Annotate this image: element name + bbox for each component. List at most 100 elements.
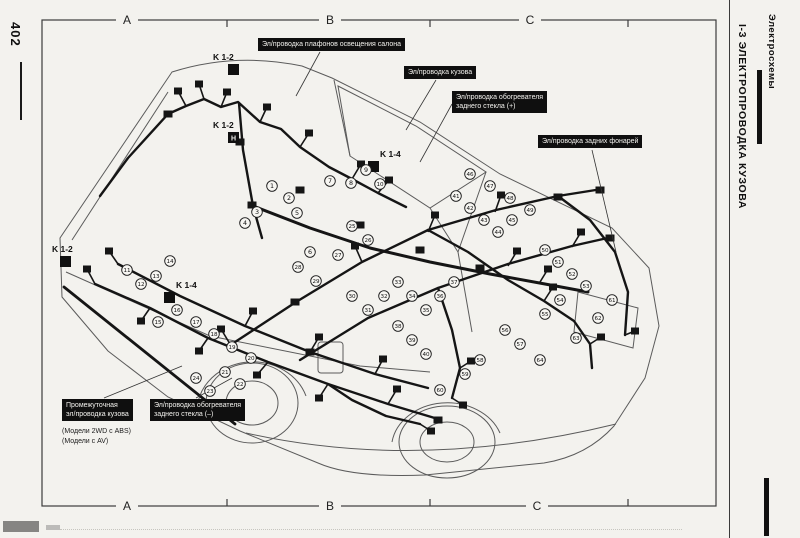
- connector-number-marker: 13: [150, 270, 162, 282]
- grid-label-top-a: A: [116, 13, 138, 27]
- svg-text:37: 37: [450, 280, 458, 286]
- svg-text:28: 28: [294, 265, 302, 271]
- svg-text:H: H: [231, 136, 236, 143]
- svg-text:32: 32: [380, 294, 387, 300]
- svg-text:43: 43: [480, 218, 488, 224]
- grid-label-bottom-a: A: [116, 499, 138, 513]
- svg-text:44: 44: [494, 230, 502, 236]
- chapter-tab-bar-top: [757, 70, 762, 144]
- callout-defogger-minus-wiring: Эл/проводка обогревателя заднего стекла …: [150, 399, 246, 421]
- connector-number-marker: 26: [362, 234, 374, 246]
- connector-number-marker: 34: [406, 290, 418, 302]
- connector-number-marker: 44: [492, 226, 504, 238]
- intermediate-models-note: (Модели 2WD с ABS) (Модели с AV): [62, 427, 131, 446]
- connector-number-marker: 16: [171, 304, 183, 316]
- harness-code-label: K 1-4: [164, 280, 197, 303]
- callout-tail-lamps-wiring: Эл/проводка задних фонарей: [538, 135, 643, 148]
- connector-number-marker: 62: [592, 312, 604, 324]
- connector-number-marker: 33: [392, 276, 404, 288]
- svg-text:K 1-4: K 1-4: [380, 149, 401, 159]
- svg-text:35: 35: [422, 308, 430, 314]
- scan-artifact-line: [60, 529, 682, 530]
- svg-text:29: 29: [312, 279, 320, 285]
- svg-text:50: 50: [541, 248, 549, 254]
- harness-code-label: K 1-2: [52, 244, 73, 267]
- svg-text:59: 59: [461, 372, 469, 378]
- note-line: (Модели с AV): [62, 437, 109, 445]
- connector-number-marker: 31: [362, 304, 374, 316]
- chapter-tab-label: Электросхемы: [766, 14, 777, 90]
- note-line: (Модели 2WD с ABS): [62, 428, 131, 435]
- diagram-border: [41, 19, 717, 507]
- connector-number-marker: 30: [346, 290, 358, 302]
- svg-text:47: 47: [486, 184, 494, 190]
- connector-number-marker: 59: [459, 368, 471, 380]
- svg-text:27: 27: [334, 253, 342, 259]
- svg-text:20: 20: [247, 356, 255, 362]
- connector-number-marker: 23: [204, 385, 216, 397]
- svg-text:8: 8: [349, 179, 353, 187]
- connector-number-marker: 37: [448, 276, 460, 288]
- svg-text:60: 60: [436, 388, 444, 394]
- svg-text:6: 6: [308, 248, 312, 256]
- svg-text:61: 61: [608, 298, 616, 304]
- section-title: I-3 ЭЛЕКТРОПРОВОДКА КУЗОВА: [736, 24, 748, 210]
- connector-number-marker: 10: [374, 178, 386, 190]
- connector-number-marker: 64: [534, 354, 546, 366]
- svg-text:63: 63: [572, 336, 580, 342]
- connector-number-marker: 47: [484, 180, 496, 192]
- svg-text:39: 39: [408, 338, 416, 344]
- page-number-rule: [20, 62, 22, 120]
- svg-text:33: 33: [394, 280, 402, 286]
- connector-number-marker: 41: [450, 190, 462, 202]
- scan-artifact-mark: [46, 525, 60, 530]
- chapter-tab-bar-bottom: [764, 478, 769, 536]
- connector-number-marker: 4: [239, 217, 251, 229]
- connector-number-marker: 46: [464, 168, 476, 180]
- svg-text:22: 22: [236, 382, 243, 388]
- svg-text:51: 51: [554, 260, 562, 266]
- svg-text:48: 48: [506, 196, 514, 202]
- connector-number-marker: 58: [474, 354, 486, 366]
- harness-connector-blocks: [83, 80, 639, 435]
- callout-line: Промежуточная: [66, 402, 118, 409]
- harness-code-label: K 1-2H: [213, 120, 239, 143]
- svg-text:49: 49: [526, 208, 534, 214]
- connector-number-marker: 2: [283, 192, 295, 204]
- connector-number-marker: 42: [464, 202, 476, 214]
- svg-text:38: 38: [394, 324, 402, 330]
- svg-text:19: 19: [228, 345, 236, 351]
- connector-number-marker: 8: [345, 177, 357, 189]
- svg-text:18: 18: [210, 332, 218, 338]
- grid-label-top-b: B: [319, 13, 341, 27]
- callout-line: Эл/проводка обогревателя: [456, 94, 544, 101]
- svg-text:2: 2: [287, 194, 291, 202]
- connector-code-labels: K 1-2 K 1-2H K 1-4 K 1-2 K 1-4: [52, 52, 401, 303]
- callout-interior-lamps-wiring: Эл/проводка плафонов освещения салона: [258, 38, 405, 51]
- svg-text:K 1-4: K 1-4: [176, 280, 197, 290]
- connector-number-marker: 3: [251, 206, 263, 218]
- svg-text:62: 62: [594, 316, 601, 322]
- connector-number-marker: 32: [378, 290, 390, 302]
- connector-number-marker: 18: [208, 328, 220, 340]
- svg-text:K 1-2: K 1-2: [52, 244, 73, 254]
- connector-number-marker: 15: [152, 316, 164, 328]
- connector-number-marker: 20: [245, 352, 257, 364]
- connector-number-marker: 27: [332, 249, 344, 261]
- margin-separator-line: [729, 0, 730, 538]
- harness-code-label: K 1-4: [368, 149, 401, 172]
- svg-text:5: 5: [295, 209, 299, 217]
- connector-number-marker: 61: [606, 294, 618, 306]
- connector-number-marker: 21: [219, 366, 231, 378]
- connector-number-marker: 11: [121, 264, 133, 276]
- svg-text:54: 54: [556, 298, 564, 304]
- callout-line: эл/проводка кузова: [66, 411, 129, 418]
- harness-code-label: K 1-2: [213, 52, 239, 75]
- callout-line: Эл/проводка обогревателя: [154, 402, 242, 409]
- connector-number-marker: 22: [234, 378, 246, 390]
- svg-text:40: 40: [422, 352, 430, 358]
- callout-intermediate-wiring: Промежуточная эл/проводка кузова: [62, 399, 133, 421]
- connector-number-marker: 14: [164, 255, 176, 267]
